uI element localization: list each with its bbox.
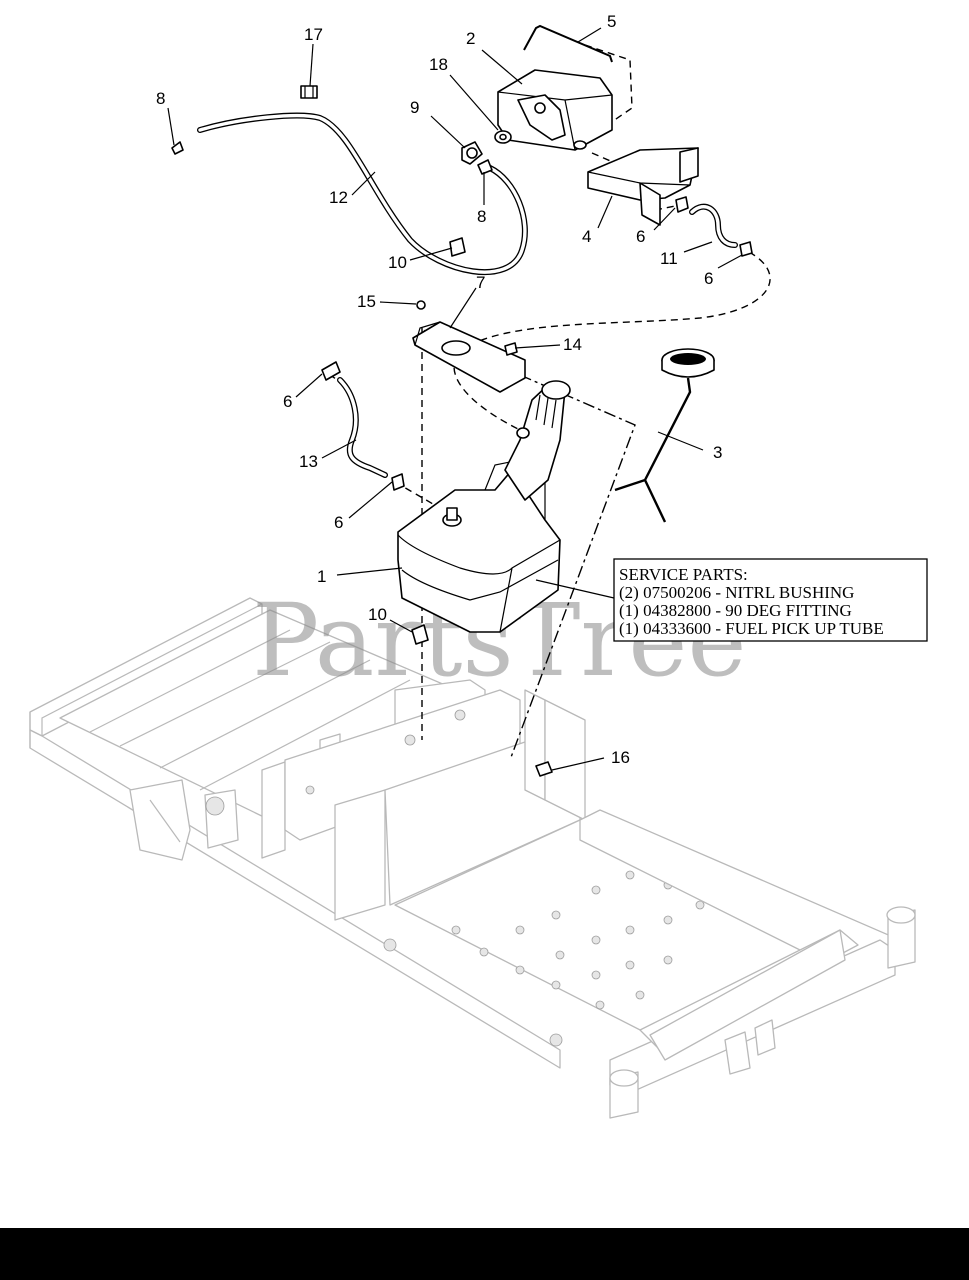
callout-8: 8 [156,89,165,108]
callout-14: 14 [563,335,582,354]
callout-2: 2 [466,29,475,48]
callout-17: 17 [304,25,323,44]
callout-6: 6 [283,392,292,411]
service-part-line: (1) 04333600 - FUEL PICK UP TUBE [619,619,884,638]
callout-9: 9 [410,98,419,117]
service-part-line: (2) 07500206 - NITRL BUSHING [619,583,854,602]
charcoal-canister [497,69,613,151]
callout-10: 10 [388,253,407,272]
callout-18: 18 [429,55,448,74]
callout-11: 11 [660,249,678,268]
callout-7: 7 [476,273,485,292]
service-part-line: (1) 04382800 - 90 DEG FITTING [619,601,852,620]
callout-3: 3 [713,443,722,462]
callout-6: 6 [636,227,645,246]
callout-1: 1 [317,567,326,586]
fuel-system-diagram: PartsTree [29,12,928,1119]
canister-bracket [587,147,699,226]
callout-8: 8 [477,207,486,226]
bottom-black-band [0,1228,969,1280]
tank-plate [412,321,526,393]
fuel-tank [397,380,571,633]
callout-6: 6 [704,269,713,288]
service-parts-box: SERVICE PARTS: (2) 07500206 - NITRL BUSH… [613,558,928,642]
callout-15: 15 [357,292,376,311]
callout-16: 16 [611,748,630,767]
hoses [197,112,738,478]
callout-13: 13 [299,452,318,471]
callout-10: 10 [368,605,387,624]
small-hardware [171,85,753,777]
fuel-cap [614,348,715,523]
mower-frame [29,597,916,1119]
service-parts-heading: SERVICE PARTS: [619,565,748,584]
callout-5: 5 [607,12,616,31]
callout-4: 4 [582,227,591,246]
callout-12: 12 [329,188,348,207]
callout-numbers: 17 8 12 10 9 18 2 5 8 4 6 11 6 15 7 14 3… [156,12,722,767]
wire-bracket [523,24,613,63]
leader-lines [167,27,743,771]
callout-6: 6 [334,513,343,532]
